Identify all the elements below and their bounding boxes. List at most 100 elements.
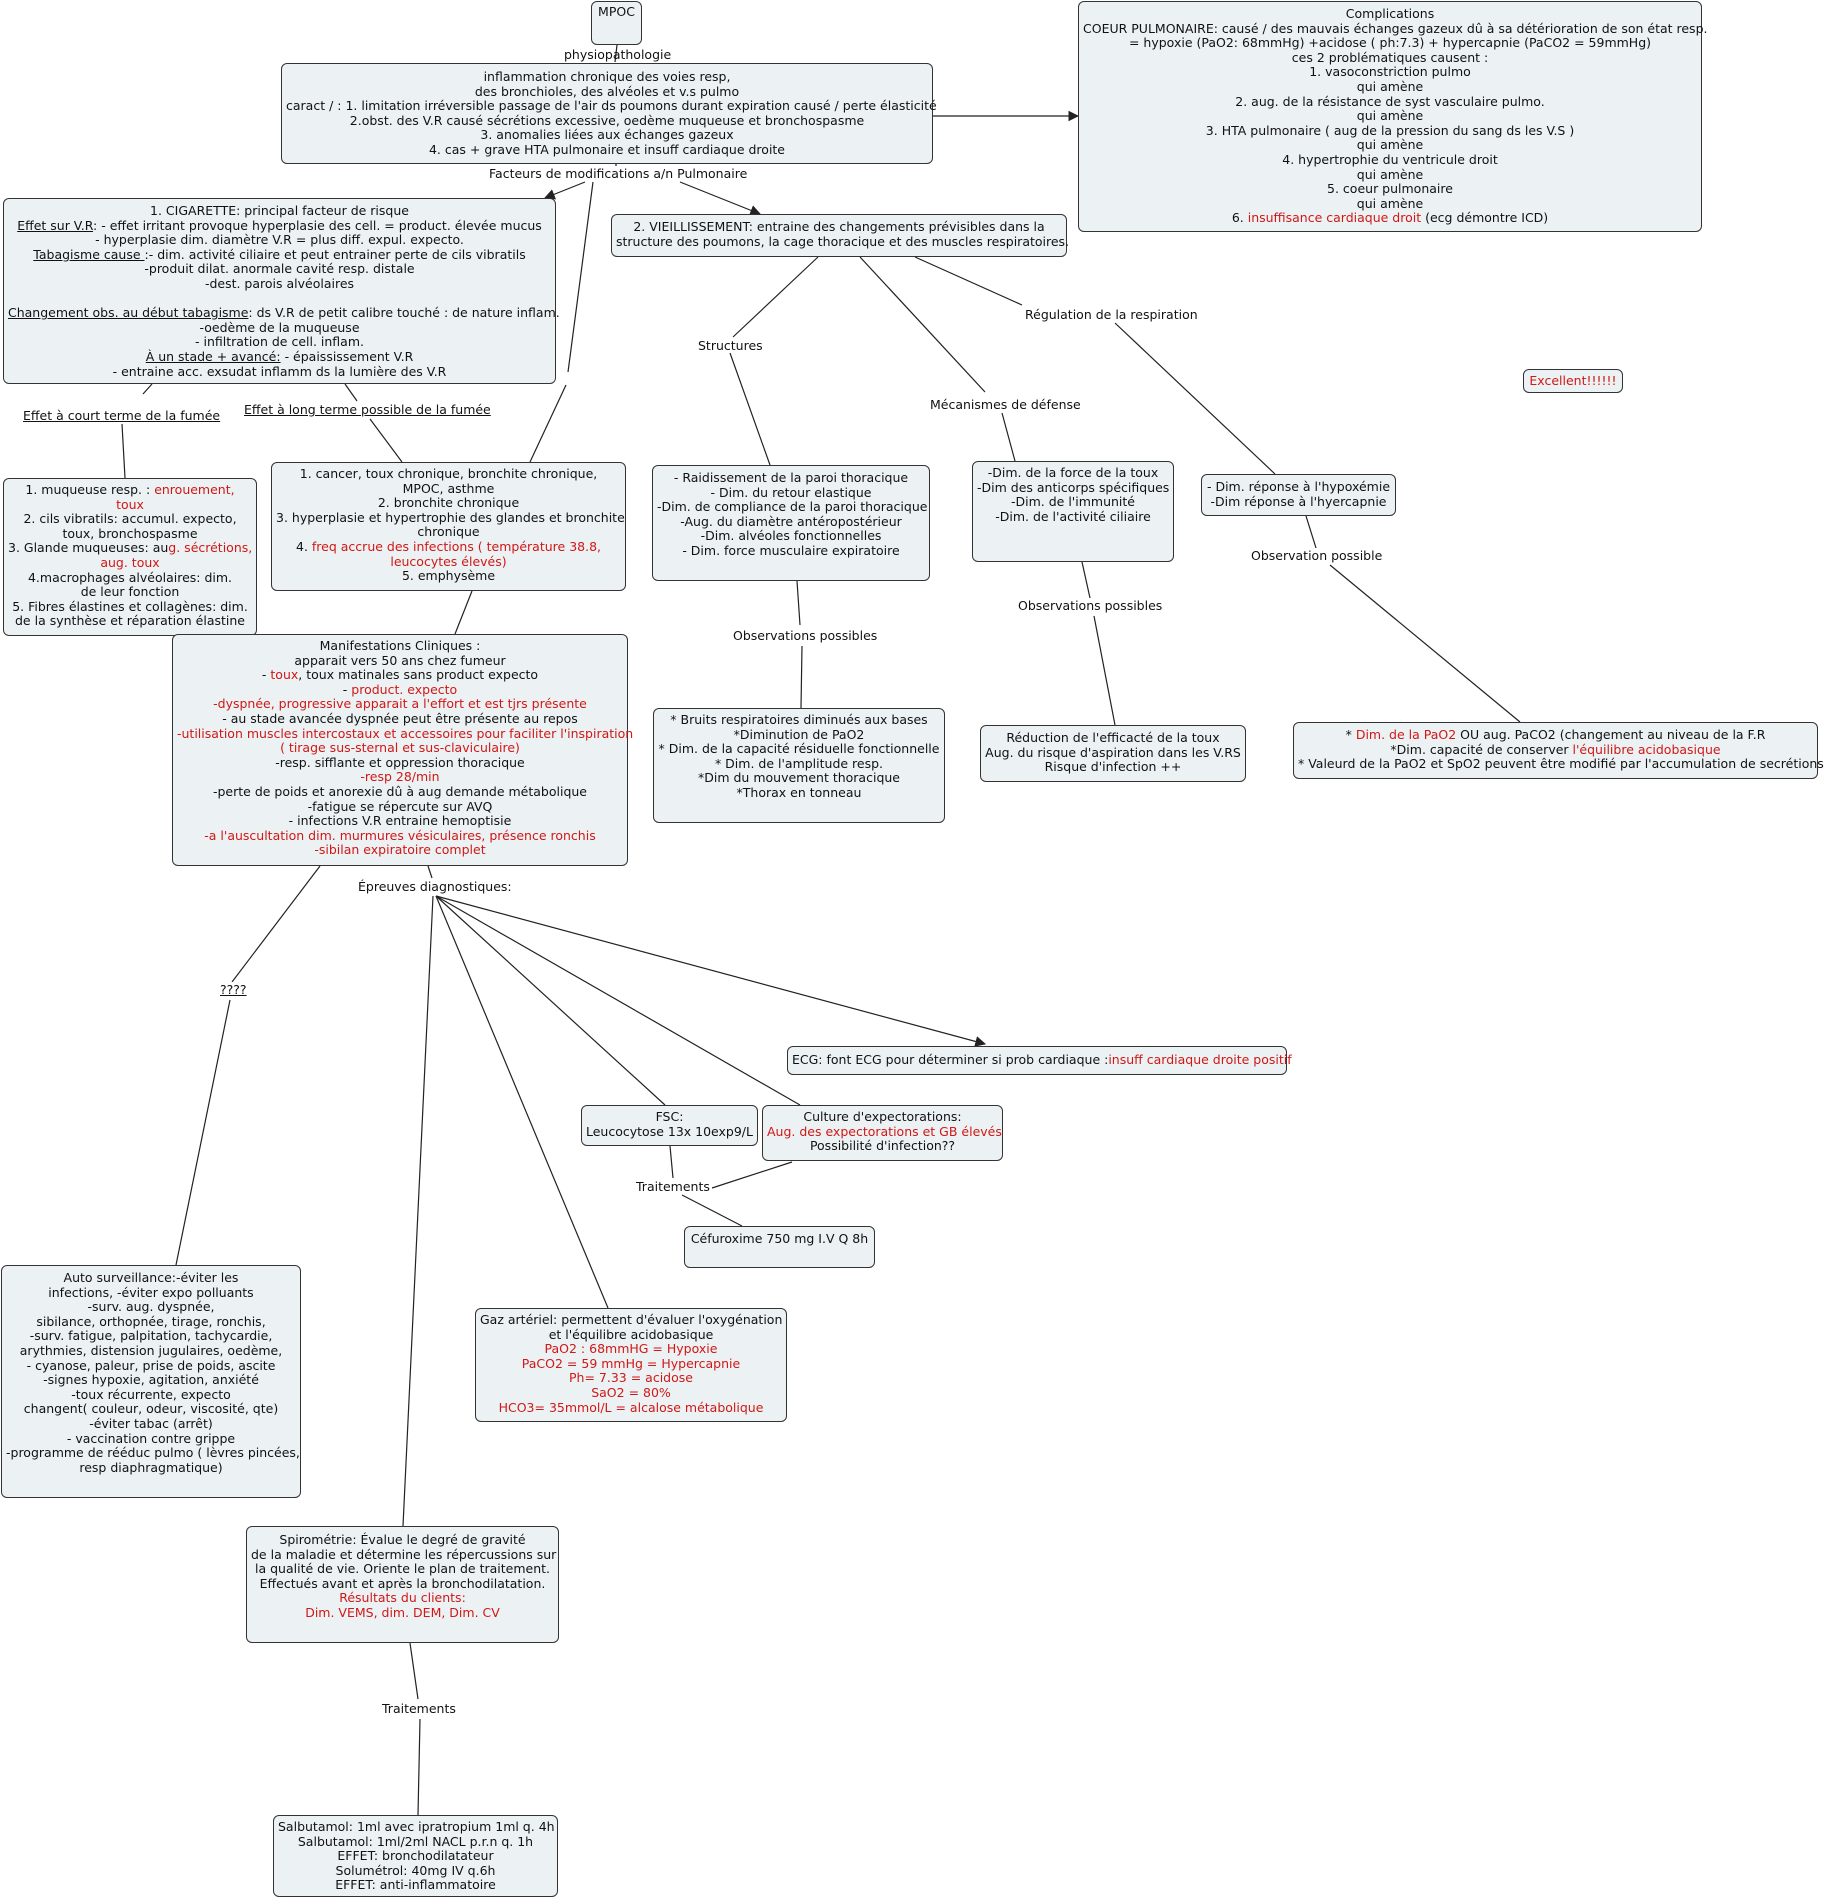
obs-regulation-line: * Valeurd de la PaO2 et SpO2 peuvent êtr…	[1298, 756, 1824, 772]
link-facteurs-long-a	[567, 181, 594, 373]
salbu-line: Salbutamol: 1ml/2ml NACL p.r.n q. 1h	[297, 1833, 534, 1849]
gaz-line: Ph= 7.33 = acidose	[569, 1370, 693, 1386]
cig-line: -oedème de la muqueuse	[199, 319, 360, 335]
spiro-line: Effectués avant et après la bronchodilat…	[259, 1575, 546, 1591]
short-line: 3. Glande muqueuses: aug. sécrétions,	[8, 541, 252, 556]
link-cigarette-court	[142, 383, 153, 395]
link-epreuves-culture	[435, 895, 801, 1106]
defense-line: -Dim des anticorps spécifiques	[977, 479, 1170, 495]
regulation-node[interactable]: - Dim. réponse à l'hypoxémie -Dim répons…	[1201, 474, 1396, 516]
ecg-node[interactable]: ECG: font ECG pour déterminer si prob ca…	[787, 1046, 1292, 1075]
complications-line: = hypoxie (PaO2: 68mmHg) +acidose ( ph:7…	[1128, 35, 1652, 51]
obs-structures-line: * Dim. de la capacité résiduelle fonctio…	[658, 741, 940, 757]
long-line: MPOC, asthme	[402, 480, 495, 496]
ecg-highlight: insuff cardiaque droite positif	[1108, 1052, 1292, 1067]
link-defense-obs	[1081, 561, 1091, 599]
long-line: leucocytes élevés)	[390, 553, 507, 569]
cig-line: - entraine acc. exsudat inflamm ds la lu…	[112, 363, 447, 379]
obs-reg-highlight: l'équilibre acidobasique	[1572, 741, 1721, 757]
salbutamol-node[interactable]: Salbutamol: 1ml avec ipratropium 1ml q. …	[273, 1815, 558, 1897]
long-line: 5. emphysème	[401, 568, 496, 584]
gaz-arteriel-node[interactable]: Gaz artériel: permettent d'évaluer l'oxy…	[475, 1308, 787, 1422]
complications-node[interactable]: Complications COEUR PULMONAIRE: causé / …	[1078, 1, 1707, 232]
fsc-node[interactable]: FSC: Leucocytose 13x 10exp9/L	[581, 1105, 758, 1146]
long-term-effects-node[interactable]: 1. cancer, toux chronique, bronchite chr…	[271, 462, 626, 591]
structures-line: -Aug. du diamètre antéropostérieur	[680, 513, 902, 529]
obs-reg-text: *	[1345, 727, 1356, 742]
cefuroxime-node[interactable]: Céfuroxime 750 mg I.V Q 8h	[684, 1226, 875, 1268]
spiro-line: Dim. VEMS, dim. DEM, Dim. CV	[305, 1604, 500, 1620]
manif-text: -	[342, 681, 352, 697]
culture-node[interactable]: Culture d'expectorations: Aug. des expec…	[762, 1105, 1003, 1161]
link-label-facteurs: Facteurs de modifications a/n Pulmonaire	[487, 166, 750, 181]
structures-line: - Dim. du retour elastique	[710, 484, 872, 500]
auto-line: infections, -éviter expo polluants	[48, 1284, 254, 1300]
link-structureslabel-box	[729, 352, 771, 466]
cigarette-node[interactable]: 1. CIGARETTE: principal facteur de risqu…	[3, 198, 560, 384]
defense-node[interactable]: -Dim. de la force de la toux -Dim des an…	[972, 461, 1174, 562]
manifestations-node[interactable]: Manifestations Cliniques : apparait vers…	[172, 634, 633, 866]
gaz-line: HCO3= 35mmol/L = alcalose métabolique	[498, 1399, 764, 1415]
observations-defense-node[interactable]: Réduction de l'efficacté de la toux Aug.…	[980, 725, 1246, 782]
link-court-short	[121, 423, 126, 479]
obs-structures-line: *Dim du mouvement thoracique	[698, 770, 900, 786]
spiro-line: Résultats du clients:	[339, 1590, 466, 1606]
salbu-line: Salbutamol: 1ml avec ipratropium 1ml q. …	[278, 1819, 555, 1834]
cig-text: - épaississement V.R	[280, 348, 414, 364]
cig-blank-line	[8, 292, 551, 307]
cig-line: - infiltration de cell. inflam.	[195, 334, 364, 350]
link-label-epreuves: Épreuves diagnostiques:	[356, 879, 514, 894]
short-line: de leur fonction	[80, 584, 180, 600]
complications-line: 3. HTA pulmonaire ( aug de la pression d…	[1205, 122, 1575, 138]
auto-line: Auto surveillance:-éviter les	[63, 1270, 239, 1285]
long-line: 4. freq accrue des infections ( températ…	[276, 539, 621, 555]
manif-line: - toux, toux matinales sans product expe…	[177, 667, 623, 683]
ecg-text: ECG: font ECG pour déterminer si prob ca…	[792, 1052, 1109, 1067]
short-line: 1. muqueuse resp. : enrouement,	[8, 482, 252, 498]
obs-structures-line: *Thorax en tonneau	[736, 784, 862, 800]
vieillissement-node[interactable]: 2. VIEILLISSEMENT: entraine des changeme…	[611, 214, 1069, 257]
cig-text: :- dim. activité ciliaire et peut entrai…	[144, 246, 526, 262]
physio-line: 3. anomalies liées aux échanges gazeux	[480, 127, 734, 143]
physiopathology-node[interactable]: inflammation chronique des voies resp, d…	[281, 63, 937, 164]
complications-line: 1. vasoconstriction pulmo	[1309, 64, 1471, 80]
short-term-effects-node[interactable]: 1. muqueuse resp. : enrouement, toux 2. …	[3, 478, 257, 636]
short-line: toux	[116, 496, 144, 512]
observations-regulation-node[interactable]: * Dim. de la PaO2 OU aug. PaCO2 (changem…	[1293, 722, 1824, 779]
salbu-line: EFFET: bronchodilatateur	[337, 1848, 494, 1864]
manif-line: - infections V.R entraine hemoptisie	[288, 813, 512, 829]
link-label-regulation: Régulation de la respiration	[1023, 307, 1200, 322]
complications-line: 2. aug. de la résistance de syst vascula…	[1235, 93, 1545, 109]
short-line: toux, bronchospasme	[62, 525, 198, 541]
physio-line: caract / : 1. limitation irréversible pa…	[286, 98, 937, 114]
cig-line: - hyperplasie dim. diamètre V.R = plus d…	[95, 232, 464, 248]
auto-line: -signes hypoxie, agitation, anxiété	[43, 1372, 259, 1388]
manif-highlight: toux	[270, 667, 299, 683]
link-vieil-mecanismes	[859, 256, 986, 393]
gaz-line: SaO2 = 80%	[591, 1384, 671, 1400]
root-node[interactable]: MPOC	[591, 1, 642, 45]
physio-line: inflammation chronique des voies resp,	[483, 69, 731, 84]
obs-regulation-line: * Dim. de la PaO2 OU aug. PaCO2 (changem…	[1298, 727, 1813, 743]
link-root-physio	[614, 44, 618, 63]
regulation-line: -Dim réponse à l'hyercapnie	[1210, 493, 1387, 509]
cig-underline: Effet sur V.R	[17, 217, 94, 233]
spirometrie-node[interactable]: Spirométrie: Évalue le degré de gravité …	[246, 1526, 559, 1643]
auto-line: - cyanose, paleur, prise de poids, ascit…	[26, 1357, 276, 1373]
obs-defense-line: Aug. du risque d'aspiration dans les V.R…	[985, 744, 1241, 760]
cig-line: -dest. parois alvéolaires	[204, 275, 355, 291]
auto-line: -surv. aug. dyspnée,	[87, 1299, 215, 1315]
badge-text: Excellent!!!!!!	[1529, 373, 1617, 388]
link-label-traitements-1: Traitements	[634, 1179, 712, 1194]
obs-reg-text: *Dim. capacité de conserver	[1390, 741, 1573, 757]
auto-line: -toux récurrente, expecto	[71, 1386, 231, 1402]
observations-structures-node[interactable]: * Bruits respiratoires diminués aux base…	[653, 708, 945, 823]
cig-line: -produit dilat. anormale cavité resp. di…	[144, 261, 415, 277]
link-culture-trait	[711, 1161, 793, 1189]
link-vieil-regulation	[914, 256, 1023, 306]
auto-surveillance-node[interactable]: Auto surveillance:-éviter les infections…	[1, 1265, 301, 1498]
link-trait-cef	[681, 1194, 743, 1227]
structures-node[interactable]: - Raidissement de la paroi thoracique - …	[652, 465, 930, 581]
salbu-line: Solumétrol: 40mg IV q.6h	[335, 1862, 496, 1878]
culture-line: Possibilité d'infection??	[809, 1138, 956, 1154]
